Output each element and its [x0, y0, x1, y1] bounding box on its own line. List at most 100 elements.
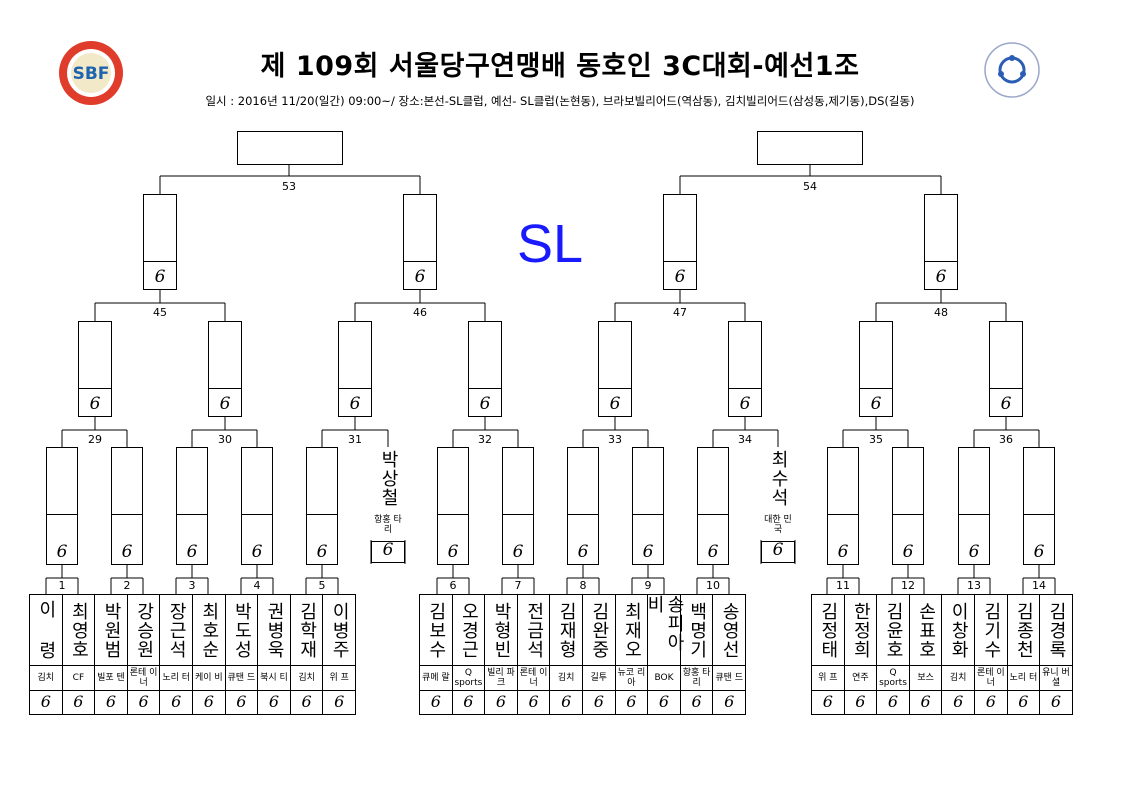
quarter-box: 6: [663, 194, 697, 290]
match-number: 36: [999, 433, 1013, 446]
player-score: 6: [94, 690, 128, 715]
player-score: 6: [451, 690, 486, 715]
box-divider: [729, 388, 761, 389]
match-number: 9: [644, 579, 652, 592]
bye-name-text: 최수석: [768, 450, 789, 507]
player-name: 송영선: [719, 601, 741, 659]
score-mark: 6: [1000, 394, 1012, 414]
match-number: 1: [58, 579, 66, 592]
player-score: 6: [712, 690, 746, 715]
player-club: 빌리 파크: [484, 665, 518, 691]
match-number: 45: [153, 306, 167, 319]
player-name-cell: 이병주: [322, 594, 356, 666]
player-name: 김기수: [980, 601, 1002, 659]
bye-score-box: 6: [761, 540, 795, 563]
score-mark: 6: [837, 542, 849, 562]
box-divider: [990, 388, 1022, 389]
player-name: 백명기: [686, 601, 708, 659]
first-round-box: 6: [46, 447, 78, 565]
score-mark: 6: [512, 542, 524, 562]
quarter-box: 6: [143, 194, 177, 290]
score-mark: 6: [1033, 542, 1045, 562]
player-score: 6: [582, 690, 616, 715]
box-divider: [177, 514, 207, 515]
round-box: 6: [78, 321, 112, 417]
player-score: 6: [974, 690, 1008, 715]
player-score: 6: [811, 690, 845, 715]
player-name: 권병욱: [263, 601, 285, 659]
player-name-cell: 박원범: [94, 594, 128, 666]
player-name: 김보수: [425, 601, 447, 659]
winner-box-right: [757, 131, 863, 165]
player-club: 유니 버셜: [1039, 665, 1073, 691]
player-name-cell: 김정태: [811, 594, 845, 666]
player-name-cell: 최호순: [192, 594, 226, 666]
player-club: 김치: [941, 665, 975, 691]
player-score: 6: [484, 690, 518, 715]
match-number: 34: [738, 433, 752, 446]
score-mark: 6: [739, 394, 751, 414]
box-divider: [893, 514, 923, 515]
match-number: 12: [901, 579, 915, 592]
player-score: 6: [224, 690, 259, 715]
player-name: 한정희: [850, 601, 872, 659]
player-score: 6: [257, 690, 291, 715]
player-club: Q sports: [876, 665, 910, 691]
match-number: 5: [318, 579, 326, 592]
match-number: 29: [88, 433, 102, 446]
player-club: 론테 이너: [516, 665, 551, 691]
player-club: BOK: [647, 665, 681, 691]
player-score: 6: [679, 690, 714, 715]
first-round-box: 6: [892, 447, 924, 565]
match-number: 3: [188, 579, 196, 592]
match-number: 53: [282, 180, 296, 193]
player-name-cell: 권병욱: [257, 594, 291, 666]
match-number: 32: [478, 433, 492, 446]
player-score: 6: [941, 690, 975, 715]
score-mark: 6: [968, 542, 980, 562]
box-divider: [47, 514, 77, 515]
box-divider: [599, 388, 631, 389]
player-score: 6: [126, 690, 161, 715]
player-club: 큐탠 드: [224, 665, 259, 691]
player-name: 송피아비: [643, 595, 685, 652]
score-mark: 6: [186, 542, 198, 562]
player-club: 보스: [908, 665, 943, 691]
player-name: 김재형: [556, 601, 578, 659]
player-score: 6: [1039, 690, 1073, 715]
match-number: 11: [836, 579, 850, 592]
score-mark: 6: [349, 394, 361, 414]
player-name: 이병주: [329, 601, 351, 659]
first-round-box: 6: [567, 447, 599, 565]
page-title: 제 109회 서울당구연맹배 동호인 3C대회-예선1조: [260, 51, 860, 82]
player-name-cell: 백명기: [679, 594, 714, 666]
player-score: 6: [1006, 690, 1041, 715]
player-score: 6: [647, 690, 681, 715]
player-name: 장근석: [166, 601, 188, 659]
score-mark: 6: [479, 394, 491, 414]
player-name: 최호순: [198, 601, 220, 659]
box-divider: [144, 261, 176, 262]
player-name-cell: 송영선: [712, 594, 746, 666]
player-club: 빌포 텐: [94, 665, 128, 691]
player-club: 길투: [582, 665, 616, 691]
player-name-cell: 이 령: [29, 594, 63, 666]
player-name-cell: 김종천: [1006, 594, 1041, 666]
score-mark: 6: [414, 267, 426, 287]
player-name: 김윤호: [882, 601, 904, 659]
round-box: 6: [468, 321, 502, 417]
match-number: 54: [803, 180, 817, 193]
player-name-cell: 송피아비: [643, 594, 685, 666]
venue-mark: SL: [516, 214, 584, 274]
score-mark: 6: [89, 394, 101, 414]
match-number: 7: [514, 579, 522, 592]
left-logo: SBF: [58, 40, 124, 106]
first-round-box: 6: [827, 447, 859, 565]
player-score: 6: [29, 690, 63, 715]
player-club: CF: [61, 665, 96, 691]
score-mark: 6: [154, 267, 166, 287]
player-name-cell: 장근석: [159, 594, 193, 666]
player-score: 6: [322, 690, 356, 715]
box-divider: [503, 514, 533, 515]
player-club: 론테 이너: [126, 665, 161, 691]
